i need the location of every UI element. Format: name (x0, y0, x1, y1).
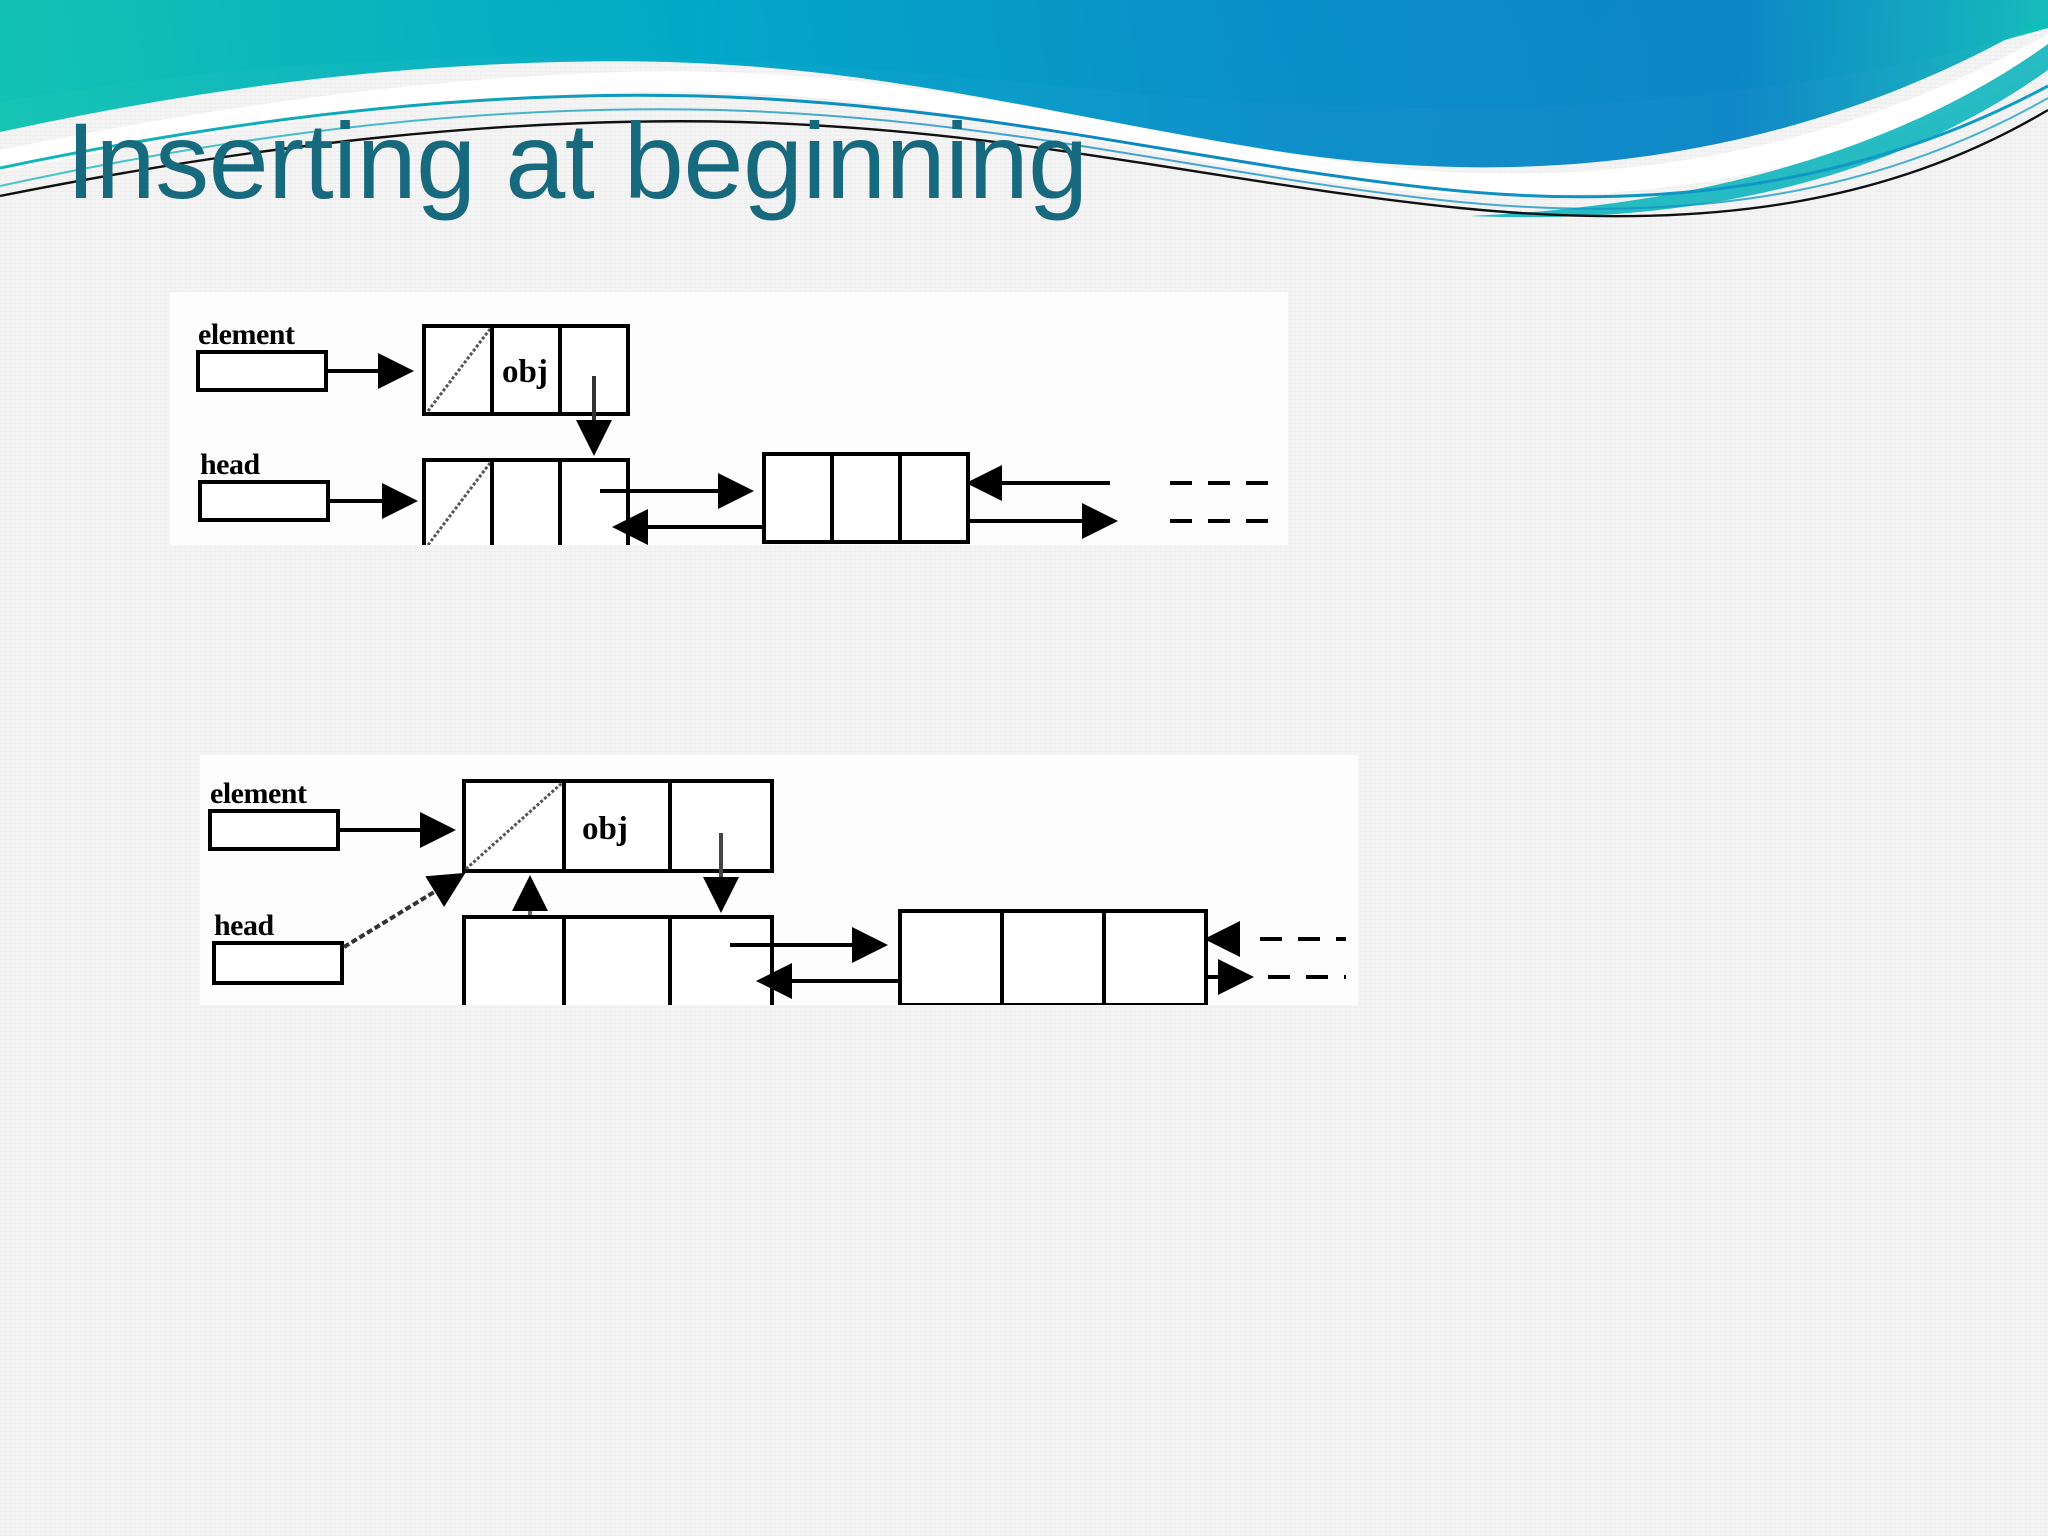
new-node-prev-null-slash-2 (464, 781, 564, 871)
new-node: obj (422, 324, 630, 416)
second-node-data-cell (830, 452, 902, 544)
head-pointer-label-2: head (214, 909, 275, 942)
first-node-prev-cell (422, 458, 494, 545)
new-node-prev-cell-2 (462, 779, 566, 873)
second-node-prev-cell (762, 452, 834, 544)
first-node-next-cell (558, 458, 630, 545)
banner-black-hairline (0, 108, 2048, 218)
page-title: Inserting at beginning (66, 100, 1088, 221)
first-list-node-2 (462, 915, 774, 1005)
banner-thin-curve-1 (0, 84, 2048, 199)
new-node-data-cell-2 (562, 779, 672, 873)
banner-sweep-shape (0, 0, 2048, 168)
first-node-prev-cell-2 (462, 915, 566, 1005)
head-pointer-box-2 (212, 941, 344, 985)
head-pointer-label: head (200, 448, 261, 481)
teal-wave-banner (0, 0, 2048, 218)
element-pointer-box-2 (208, 809, 340, 851)
second-list-node (762, 452, 970, 544)
first-node-data-cell (490, 458, 562, 545)
first-node-next-cell-2 (668, 915, 774, 1005)
head-pointer-box (198, 480, 330, 522)
new-node-2: obj (462, 779, 774, 873)
second-node-prev-cell-2 (898, 909, 1004, 1005)
diagram-before-insert: element obj head (170, 292, 1288, 545)
second-node-next-cell-2 (1102, 909, 1208, 1005)
first-node-data-cell-2 (562, 915, 672, 1005)
element-pointer-box (196, 350, 328, 392)
banner-thin-curve-2 (0, 97, 2048, 210)
new-node-prev-null-slash (426, 328, 492, 412)
first-node-prev-null-slash (426, 462, 492, 545)
second-list-node-2 (898, 909, 1208, 1005)
second-node-next-cell (898, 452, 970, 544)
first-list-node (422, 458, 630, 545)
second-node-data-cell-2 (1000, 909, 1106, 1005)
banner-white-gap (0, 34, 2048, 196)
element-pointer-label: element (198, 318, 295, 351)
new-node-data-text: obj (502, 354, 548, 390)
new-node-data-text-2: obj (582, 811, 628, 847)
head-to-new-node-diagonal-arrow (342, 872, 466, 949)
element-pointer-label-2: element (210, 777, 307, 810)
diagram-after-insert: element obj head (200, 755, 1358, 1005)
